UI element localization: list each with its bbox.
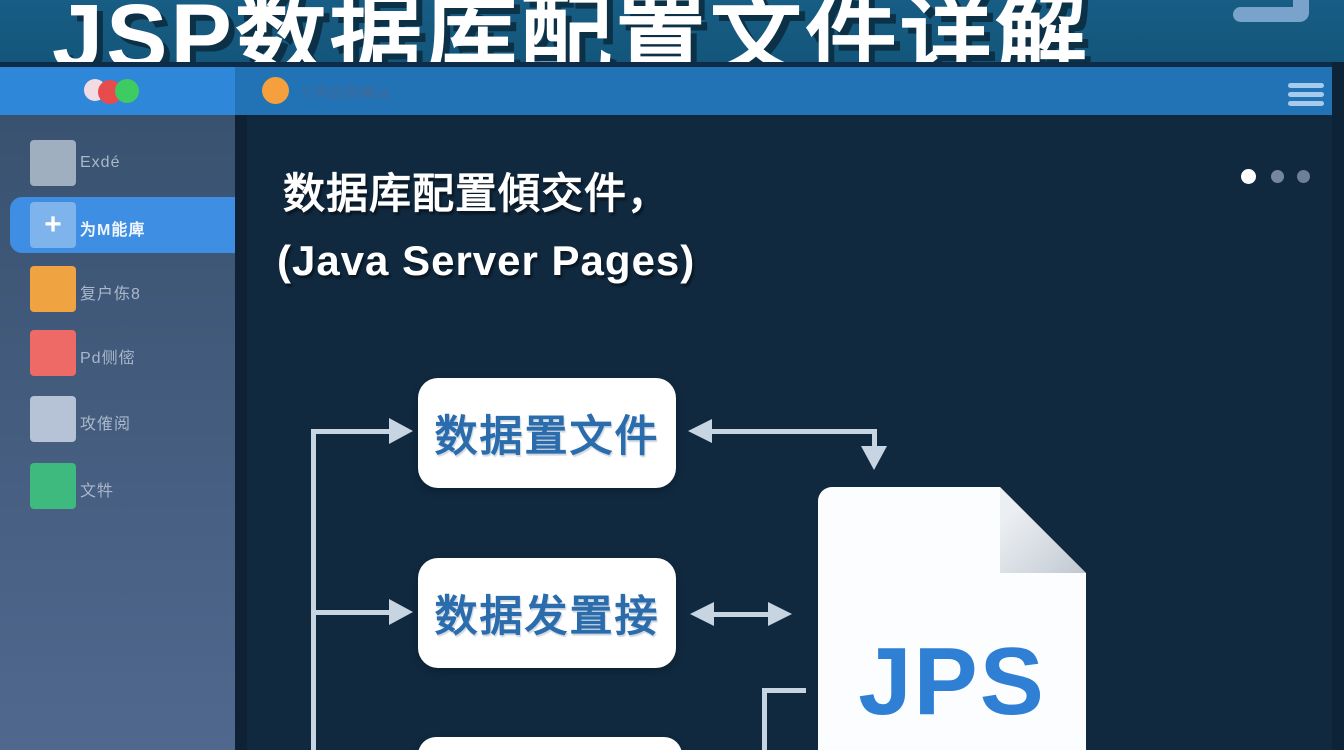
carousel-dot[interactable] xyxy=(1271,170,1284,183)
sidebar-item-2[interactable]: 复户㑈8 xyxy=(0,261,235,317)
sidebar-item-3-icon xyxy=(30,330,76,376)
flow-box-label: 数据发置接 xyxy=(434,593,660,641)
flow-box-bottom-cutoff xyxy=(418,737,682,750)
sidebar-item-label: Exdé xyxy=(80,154,121,171)
sidebar-item-0-icon xyxy=(30,140,76,186)
flow-trunk-line xyxy=(311,429,316,750)
window-content-divider xyxy=(235,115,247,750)
window-titlebar: ㄚ冋白色㗈㎝ xyxy=(0,67,1344,115)
file-type-label: JPS xyxy=(858,628,1046,735)
arrowhead-right-icon xyxy=(389,599,413,625)
file-icon: JPS xyxy=(818,487,1086,750)
sidebar-item-4[interactable]: 攻傕阅 xyxy=(0,391,235,447)
carousel-dot-active[interactable] xyxy=(1241,169,1256,184)
carousel-dots xyxy=(1241,167,1321,187)
sidebar: Exdé + 为M能庳 复户㑈8 Pd侧㑻 攻傕阅 文牪 xyxy=(0,115,235,750)
flow-branch-line-1 xyxy=(311,429,391,434)
sidebar-item-4-icon xyxy=(30,396,76,442)
flow-box-label: 数据置文件 xyxy=(434,413,660,461)
plus-icon: + xyxy=(30,202,76,248)
main-content: 数据库配置傾交件， (Java Server Pages) 数据置文件 数据发置… xyxy=(247,115,1332,750)
slide-heading-line2: (Java Server Pages) xyxy=(277,237,696,284)
bookmark-icon xyxy=(1233,7,1309,22)
slide-heading-line1: 数据库配置傾交件， xyxy=(283,170,671,217)
flow-bottom-elbow-vertical xyxy=(762,688,767,750)
traffic-light-zoom-icon[interactable] xyxy=(115,79,139,103)
sidebar-item-5-icon xyxy=(30,463,76,509)
poster-title: JSP数据库配置文件详解 xyxy=(52,0,1090,62)
flow-box-config-file: 数据置文件 xyxy=(418,378,676,488)
arrowhead-down-icon xyxy=(861,446,887,470)
arrowhead-left-icon xyxy=(690,602,714,626)
folded-corner-icon xyxy=(1000,487,1086,573)
sidebar-item-label: 文牪 xyxy=(80,483,115,500)
arrowhead-right-icon xyxy=(768,602,792,626)
menu-icon[interactable] xyxy=(1288,83,1324,106)
poster-banner: JSP数据库配置文件详解 xyxy=(0,0,1344,62)
arrowhead-left-icon xyxy=(688,419,712,443)
window-frame-top xyxy=(0,62,1344,67)
sidebar-item-label: Pd侧㑻 xyxy=(80,350,136,367)
tab-favicon-dot xyxy=(262,77,289,104)
arrowhead-right-icon xyxy=(389,418,413,444)
flow-elbow-horizontal-line xyxy=(710,429,877,434)
double-arrow-line xyxy=(712,612,770,617)
sidebar-item-label: 攻傕阅 xyxy=(80,416,132,433)
carousel-dot[interactable] xyxy=(1297,170,1310,183)
sidebar-item-2-icon xyxy=(30,266,76,312)
sidebar-item-1-selected[interactable]: + 为M能庳 xyxy=(10,197,235,253)
sidebar-item-3[interactable]: Pd侧㑻 xyxy=(0,325,235,381)
tab-title[interactable]: ㄚ冋白色㗈㎝ xyxy=(300,85,390,101)
flow-box-connection: 数据发置接 xyxy=(418,558,676,668)
sidebar-item-label: 复户㑈8 xyxy=(80,286,141,303)
sidebar-item-0[interactable]: Exdé xyxy=(0,135,235,191)
flow-elbow-vertical-line xyxy=(872,429,877,449)
window-frame-right xyxy=(1332,62,1344,750)
flow-bottom-elbow-horizontal xyxy=(762,688,806,693)
sidebar-item-5[interactable]: 文牪 xyxy=(0,458,235,514)
flow-branch-line-2 xyxy=(311,610,391,615)
sidebar-item-label: 为M能庳 xyxy=(80,222,146,239)
bookmark-icon-arm xyxy=(1293,0,1309,14)
